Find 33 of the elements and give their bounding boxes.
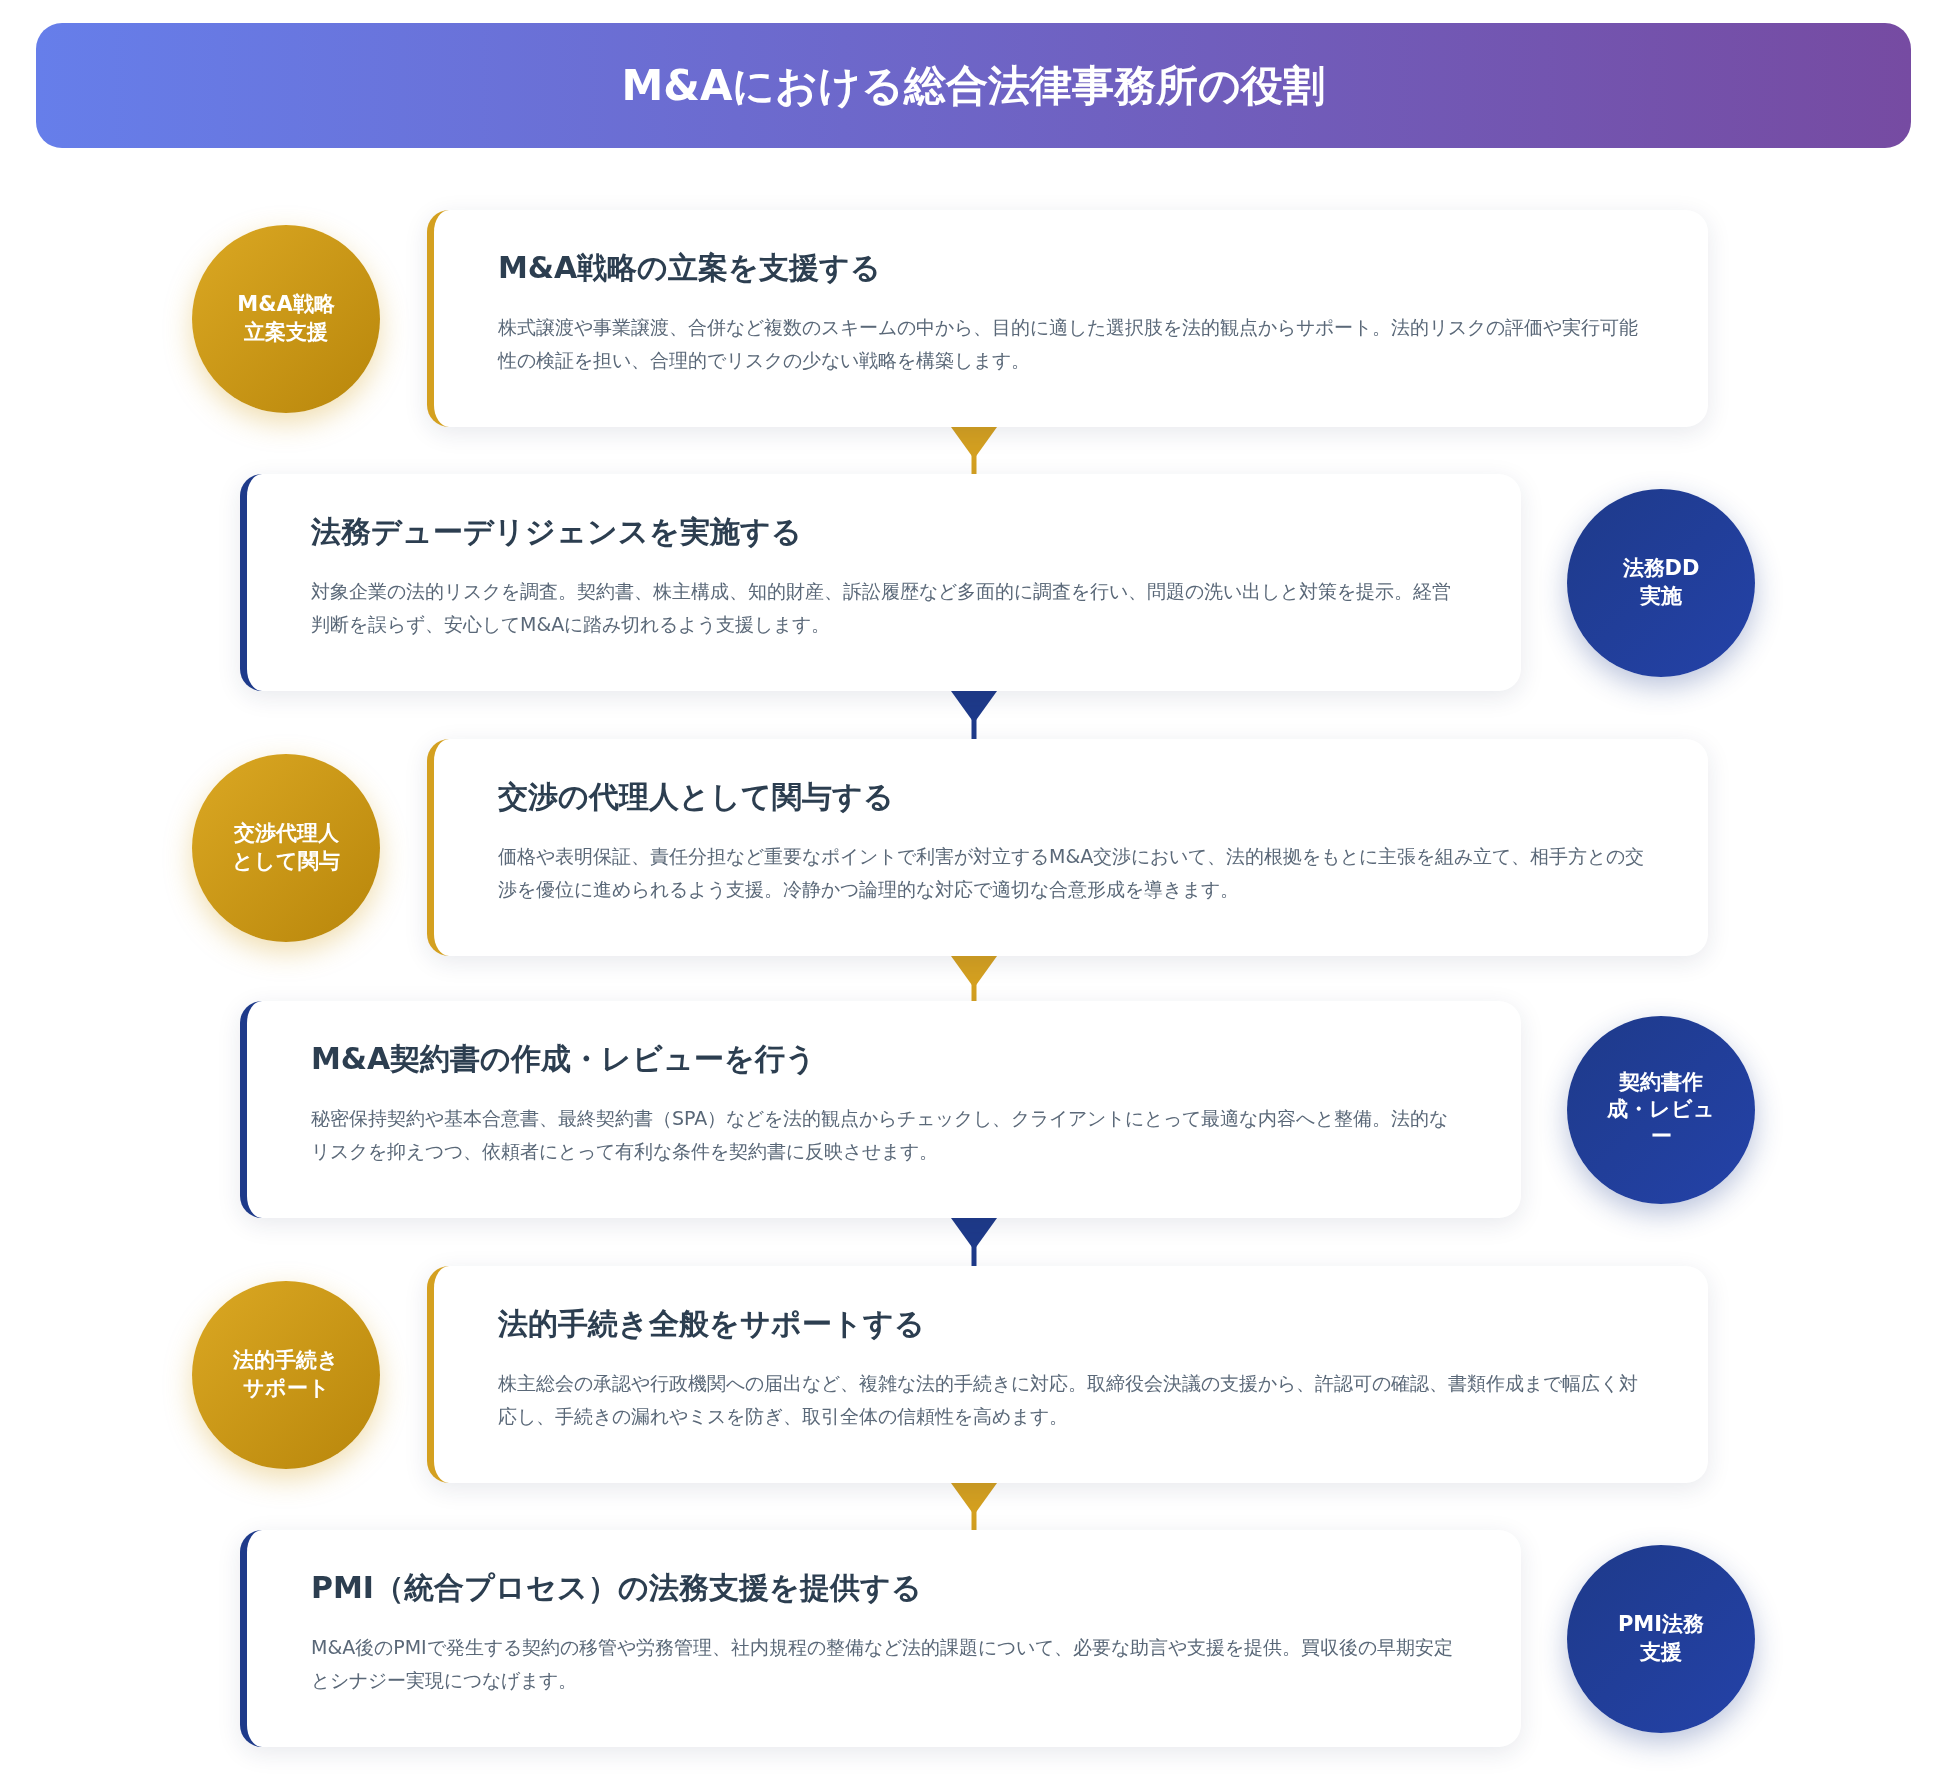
step-badge [192, 753, 380, 942]
title-banner: M&Aにおける総合法律事務所の役割 [36, 23, 1911, 148]
badge-label: M&A戦略立案支援 [236, 291, 336, 346]
step-card [427, 1266, 1708, 1483]
step-description: 価格や表明保証、責任分担など重要なポイントで利害が対立するM&A交渉において、法的根拠をもとに主張を組み立て、相手方との交渉を優位に進められるよう支援。冷静かつ論理的な対応で適切な合意形成を導きます。 [498, 844, 1646, 903]
connector-arrow [951, 1483, 997, 1530]
step-heading: M&A戦略の立案を支援する [498, 249, 883, 287]
step-badge [192, 1280, 380, 1469]
connector-arrow [951, 1218, 997, 1266]
connector-arrow [951, 427, 997, 474]
badge-label: 契約書作成・レビュー [1607, 1068, 1715, 1151]
step-description: 株式譲渡や事業譲渡、合併など複数のスキームの中から、目的に適した選択肢を法的観点からサポート。法的リスクの評価や実行可能性の検証を担い、合理的でリスクの少ない戦略を構築します。 [498, 315, 1639, 374]
connector-arrow [951, 956, 997, 1001]
connector-arrow [951, 691, 997, 739]
step-card [427, 739, 1708, 956]
step-card [427, 210, 1708, 427]
step-heading: 交渉の代理人として関与する [498, 778, 895, 816]
step-description: 秘密保持契約や基本合意書、最終契約書（SPA）などを法的観点からチェックし、クライアントにとって最適な内容へと整備。法的なリスクを抑えつつ、依頼者にとって有利な条件を契約書に反映させます。 [311, 1106, 1450, 1165]
step-badge [192, 224, 380, 413]
step-card [240, 1530, 1521, 1747]
step-heading: PMI（統合プロセス）の法務支援を提供する [311, 1569, 923, 1607]
step-description: M&A後のPMIで発生する契約の移管や労務管理、社内規程の整備など法的課題について、必要な助言や支援を提供。買収後の早期安定とシナジー実現につなげます。 [311, 1635, 1454, 1694]
step-heading: 法務デューデリジェンスを実施する [311, 513, 803, 551]
step-description: 対象企業の法的リスクを調査。契約書、株主構成、知的財産、訴訟履歴など多面的に調査を行い、問題の洗い出しと対策を提示。経営判断を誤らず、安心してM&Aに踏み切れるよう支援します。 [311, 579, 1452, 638]
step-card [240, 1001, 1521, 1218]
badge-label: 法務DD実施 [1621, 555, 1701, 610]
step-card [240, 474, 1521, 691]
step-heading: 法的手続き全般をサポートする [498, 1305, 926, 1343]
step-description: 株主総会の承認や行政機関への届出など、複雑な法的手続きに対応。取締役会決議の支援から、許認可の確認、書類作成まで幅広く対応し、手続きの漏れやミスを防ぎ、取引全体の信頼性を高めます。 [498, 1371, 1639, 1430]
badge-label: PMI法務支援 [1616, 1611, 1706, 1666]
badge-label: 法的手続きサポート [232, 1347, 340, 1402]
step-heading: M&A契約書の作成・レビューを行う [311, 1040, 818, 1078]
badge-label: 交渉代理人として関与 [232, 820, 340, 875]
